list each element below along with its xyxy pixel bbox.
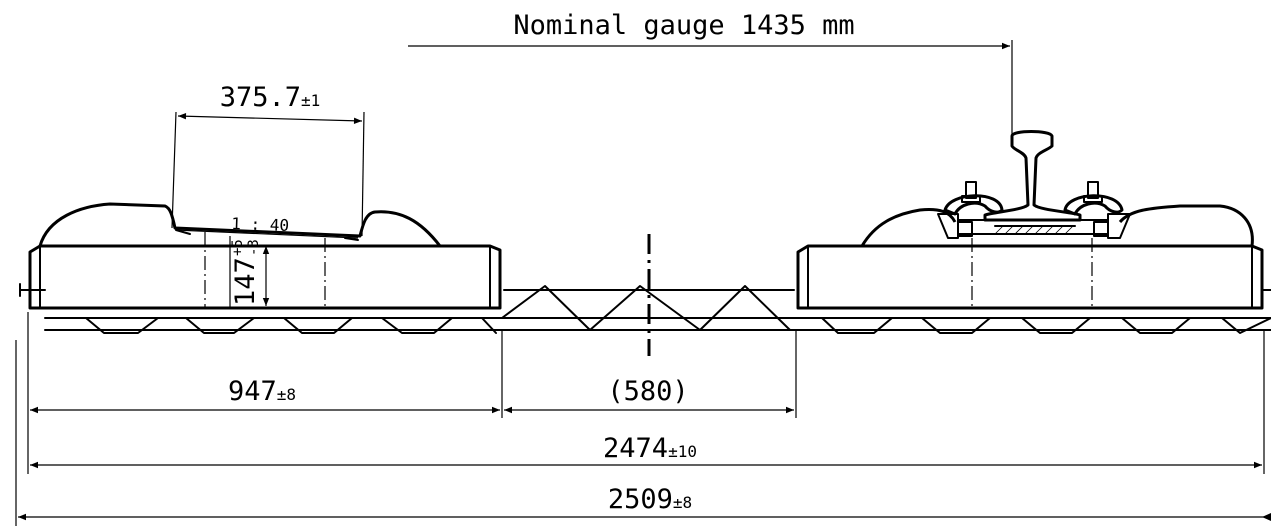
- height-tol-plus: +5: [230, 239, 246, 256]
- block-length-dimension: 947±8: [30, 376, 500, 414]
- rail-seat-dimension: 375.7±1: [171, 82, 365, 237]
- height-tol-minus: -3: [246, 239, 262, 256]
- gauge-dimension: Nominal gauge 1435 mm: [408, 10, 1013, 136]
- inner-overall-label: 2474±10: [603, 433, 697, 464]
- gap-label: (580): [607, 376, 688, 407]
- lattice-girder: [19, 283, 1271, 334]
- rail-and-fastening: [937, 130, 1131, 239]
- left-sleeper-block: [28, 202, 502, 310]
- overall-dimension: 2509±8: [18, 484, 1271, 521]
- height-label: 147: [230, 257, 261, 306]
- rail-seat-label: 375.7±1: [220, 82, 321, 113]
- inclination-label: 1 : 40: [231, 214, 289, 235]
- height-dimension: 147 +5 -3: [230, 239, 270, 306]
- gauge-label: Nominal gauge 1435 mm: [513, 10, 854, 41]
- overall-label: 2509±8: [608, 484, 692, 515]
- inner-overall-dimension: 2474±10: [30, 433, 1262, 469]
- extension-lines: [15, 312, 1265, 526]
- gap-dimension: (580): [504, 376, 794, 414]
- block-length-label: 947±8: [228, 376, 296, 407]
- rail-pad-hatching: [994, 225, 1074, 235]
